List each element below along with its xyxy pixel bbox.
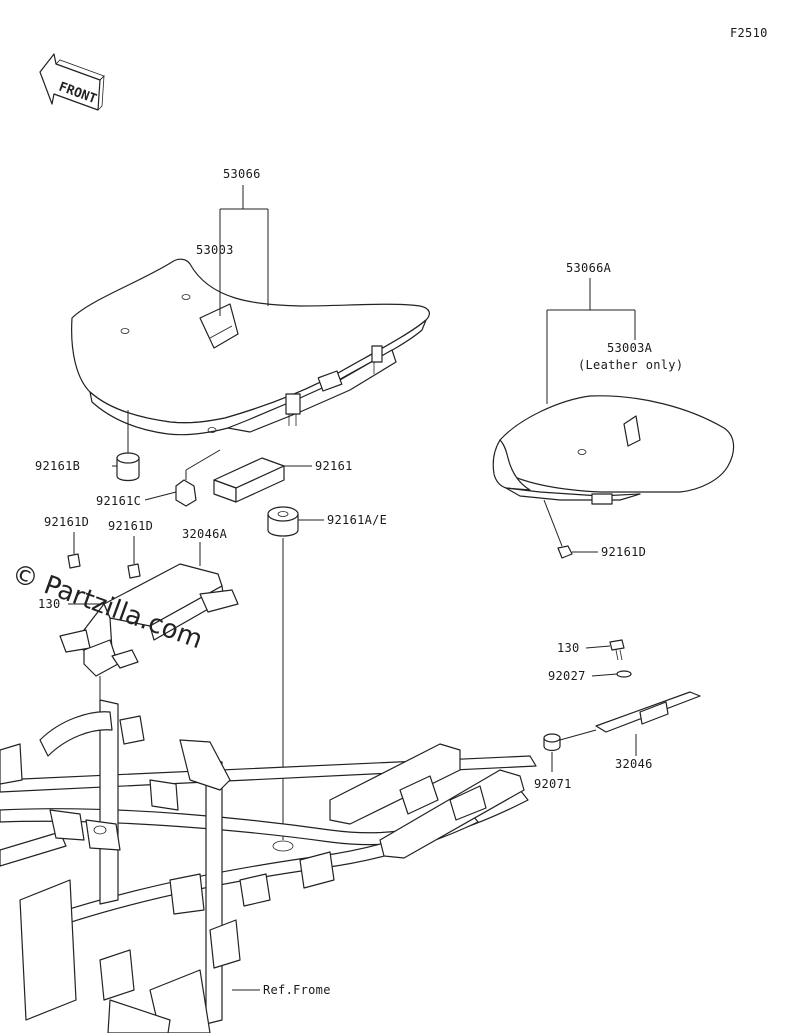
leader-lines-front-seat bbox=[219, 185, 269, 316]
damper-92161B bbox=[112, 410, 140, 482]
leader-lines-rear-seat bbox=[546, 278, 636, 404]
callout-92071: 92071 bbox=[534, 777, 572, 791]
callout-130-left: 130 bbox=[38, 597, 61, 611]
callout-130-right: 130 bbox=[557, 641, 580, 655]
callout-53003: 53003 bbox=[196, 243, 234, 257]
bolt-130-right bbox=[585, 639, 625, 661]
figure-code: F2510 bbox=[730, 26, 768, 40]
callout-53003A: 53003A bbox=[607, 341, 653, 355]
callout-leather-only: (Leather only) bbox=[578, 358, 683, 372]
callout-92161D-right: 92161D bbox=[601, 545, 646, 559]
damper-92161AE bbox=[267, 506, 324, 840]
grommet-92161D-left bbox=[67, 532, 141, 579]
callout-92161AE: 92161A/E bbox=[327, 513, 387, 527]
callout-53066: 53066 bbox=[223, 167, 261, 181]
damper-92161C bbox=[144, 449, 221, 507]
front-seat-assembly bbox=[71, 258, 430, 436]
grommet-92161D-right bbox=[543, 499, 598, 559]
bracket-32046 bbox=[595, 691, 701, 756]
callout-32046: 32046 bbox=[615, 757, 653, 771]
front-direction-arrow-icon: FRONT bbox=[39, 53, 105, 111]
callout-32046A: 32046A bbox=[182, 527, 228, 541]
frame-reference bbox=[0, 699, 537, 1033]
block-92161 bbox=[213, 457, 312, 503]
callout-92161C: 92161C bbox=[96, 494, 141, 508]
callout-92161D-left-1: 92161D bbox=[44, 515, 89, 529]
damper-92071 bbox=[543, 729, 597, 772]
callout-92161D-left-2: 92161D bbox=[108, 519, 153, 533]
callout-92161B: 92161B bbox=[35, 459, 80, 473]
rear-seat-assembly bbox=[492, 395, 735, 505]
callout-53066A: 53066A bbox=[566, 261, 612, 275]
bracket-32046A bbox=[59, 542, 239, 830]
callout-92161: 92161 bbox=[315, 459, 353, 473]
callout-ref-frame: Ref.Frome bbox=[263, 983, 331, 997]
washer-92027 bbox=[591, 670, 632, 678]
callout-92027: 92027 bbox=[548, 669, 586, 683]
